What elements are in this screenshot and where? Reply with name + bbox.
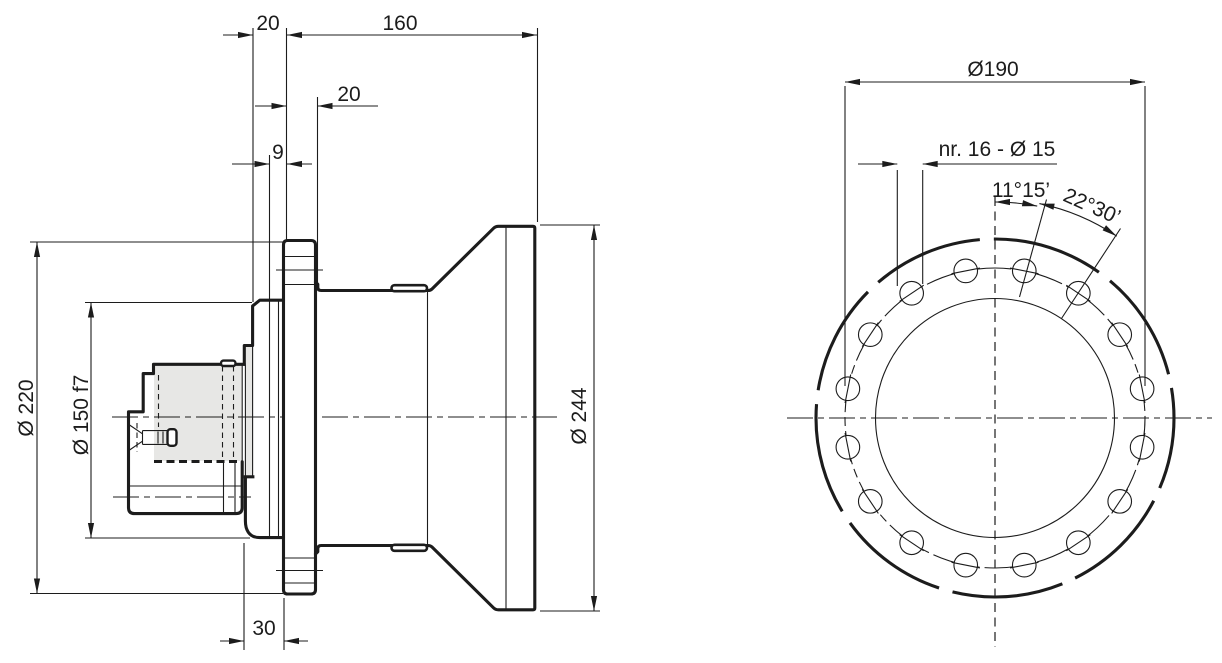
bolt-circle [844, 267, 1146, 569]
dim-label-bolt-circle-diameter: Ø190 [967, 58, 1018, 81]
bolt-hole-center-tick [1138, 432, 1146, 462]
bolt-hole-pattern [835, 258, 1155, 578]
bolt-hole-center-tick [861, 322, 879, 348]
bolt-hole-center-tick [899, 284, 925, 302]
bolt-hole-center-tick [1111, 488, 1129, 514]
dim-label-hub-projection: 30 [252, 617, 275, 640]
bolt-hole-center-tick [844, 432, 852, 462]
bolt-hole-center-tick [899, 534, 925, 552]
bolt-hole-center-tick [861, 488, 879, 514]
countersink-edge [128, 440, 143, 451]
bolt-hole-center-tick [844, 374, 852, 404]
bell-mouth-circle [814, 237, 1176, 599]
screw-tip [166, 428, 178, 448]
bolt-hole-center-tick [1009, 267, 1039, 275]
flange-plate-outline [281, 238, 318, 596]
side-section-view: 20 160 20 9 30 Ø 220 Ø 150 f7 Ø 244 [15, 12, 600, 650]
dim-label-bell-mouth-diameter: Ø 244 [568, 387, 591, 445]
angle-reference-line [1018, 199, 1048, 298]
bolt-hole-center-tick [1138, 374, 1146, 404]
neck-rib-bottom [390, 543, 429, 553]
dim-label-spigot-diameter: Ø 150 f7 [70, 375, 93, 456]
dim-label-pilot-step: 9 [272, 141, 284, 164]
countersunk-screw [128, 423, 178, 452]
dim-arc-22-30 [1039, 203, 1118, 237]
dim-arc-11-15 [994, 198, 1038, 207]
dim-label-bolt-holes: nr. 16 - Ø 15 [939, 138, 1056, 161]
spigot-bore-circle [874, 297, 1116, 539]
bell-housing-outline [313, 224, 537, 612]
bolt-hole-center-tick [1009, 561, 1039, 569]
sleeve-section-fill [245, 347, 253, 477]
countersink-edge [128, 424, 143, 435]
bolt-hole-center-tick [1111, 322, 1129, 348]
bolt-hole-center-tick [1065, 534, 1091, 552]
bolt-hole-center-tick [951, 561, 981, 569]
front-view: Ø190 nr. 16 - Ø 15 11°15’ 22°30’ [787, 58, 1212, 647]
bolt-hole-center-tick [951, 267, 981, 275]
dim-label-spigot-length: 20 [337, 83, 360, 106]
dim-label-flange-diameter: Ø 220 [15, 379, 38, 436]
spigot-bottom-profile [243, 476, 286, 540]
dim-label-bell-length: 160 [382, 12, 417, 35]
dim-label-hole-pitch-angle: 22°30’ [1060, 184, 1124, 229]
dim-label-first-hole-angle: 11°15’ [992, 179, 1050, 202]
dim-label-flange-thickness: 20 [256, 12, 279, 35]
hub-section-fill [154, 365, 242, 461]
hub-profile [126, 362, 246, 516]
spigot-top-profile [242, 298, 286, 366]
neck-rib-top [390, 283, 429, 293]
hub-rib-top [219, 359, 237, 368]
angle-reference-line [1061, 228, 1121, 319]
